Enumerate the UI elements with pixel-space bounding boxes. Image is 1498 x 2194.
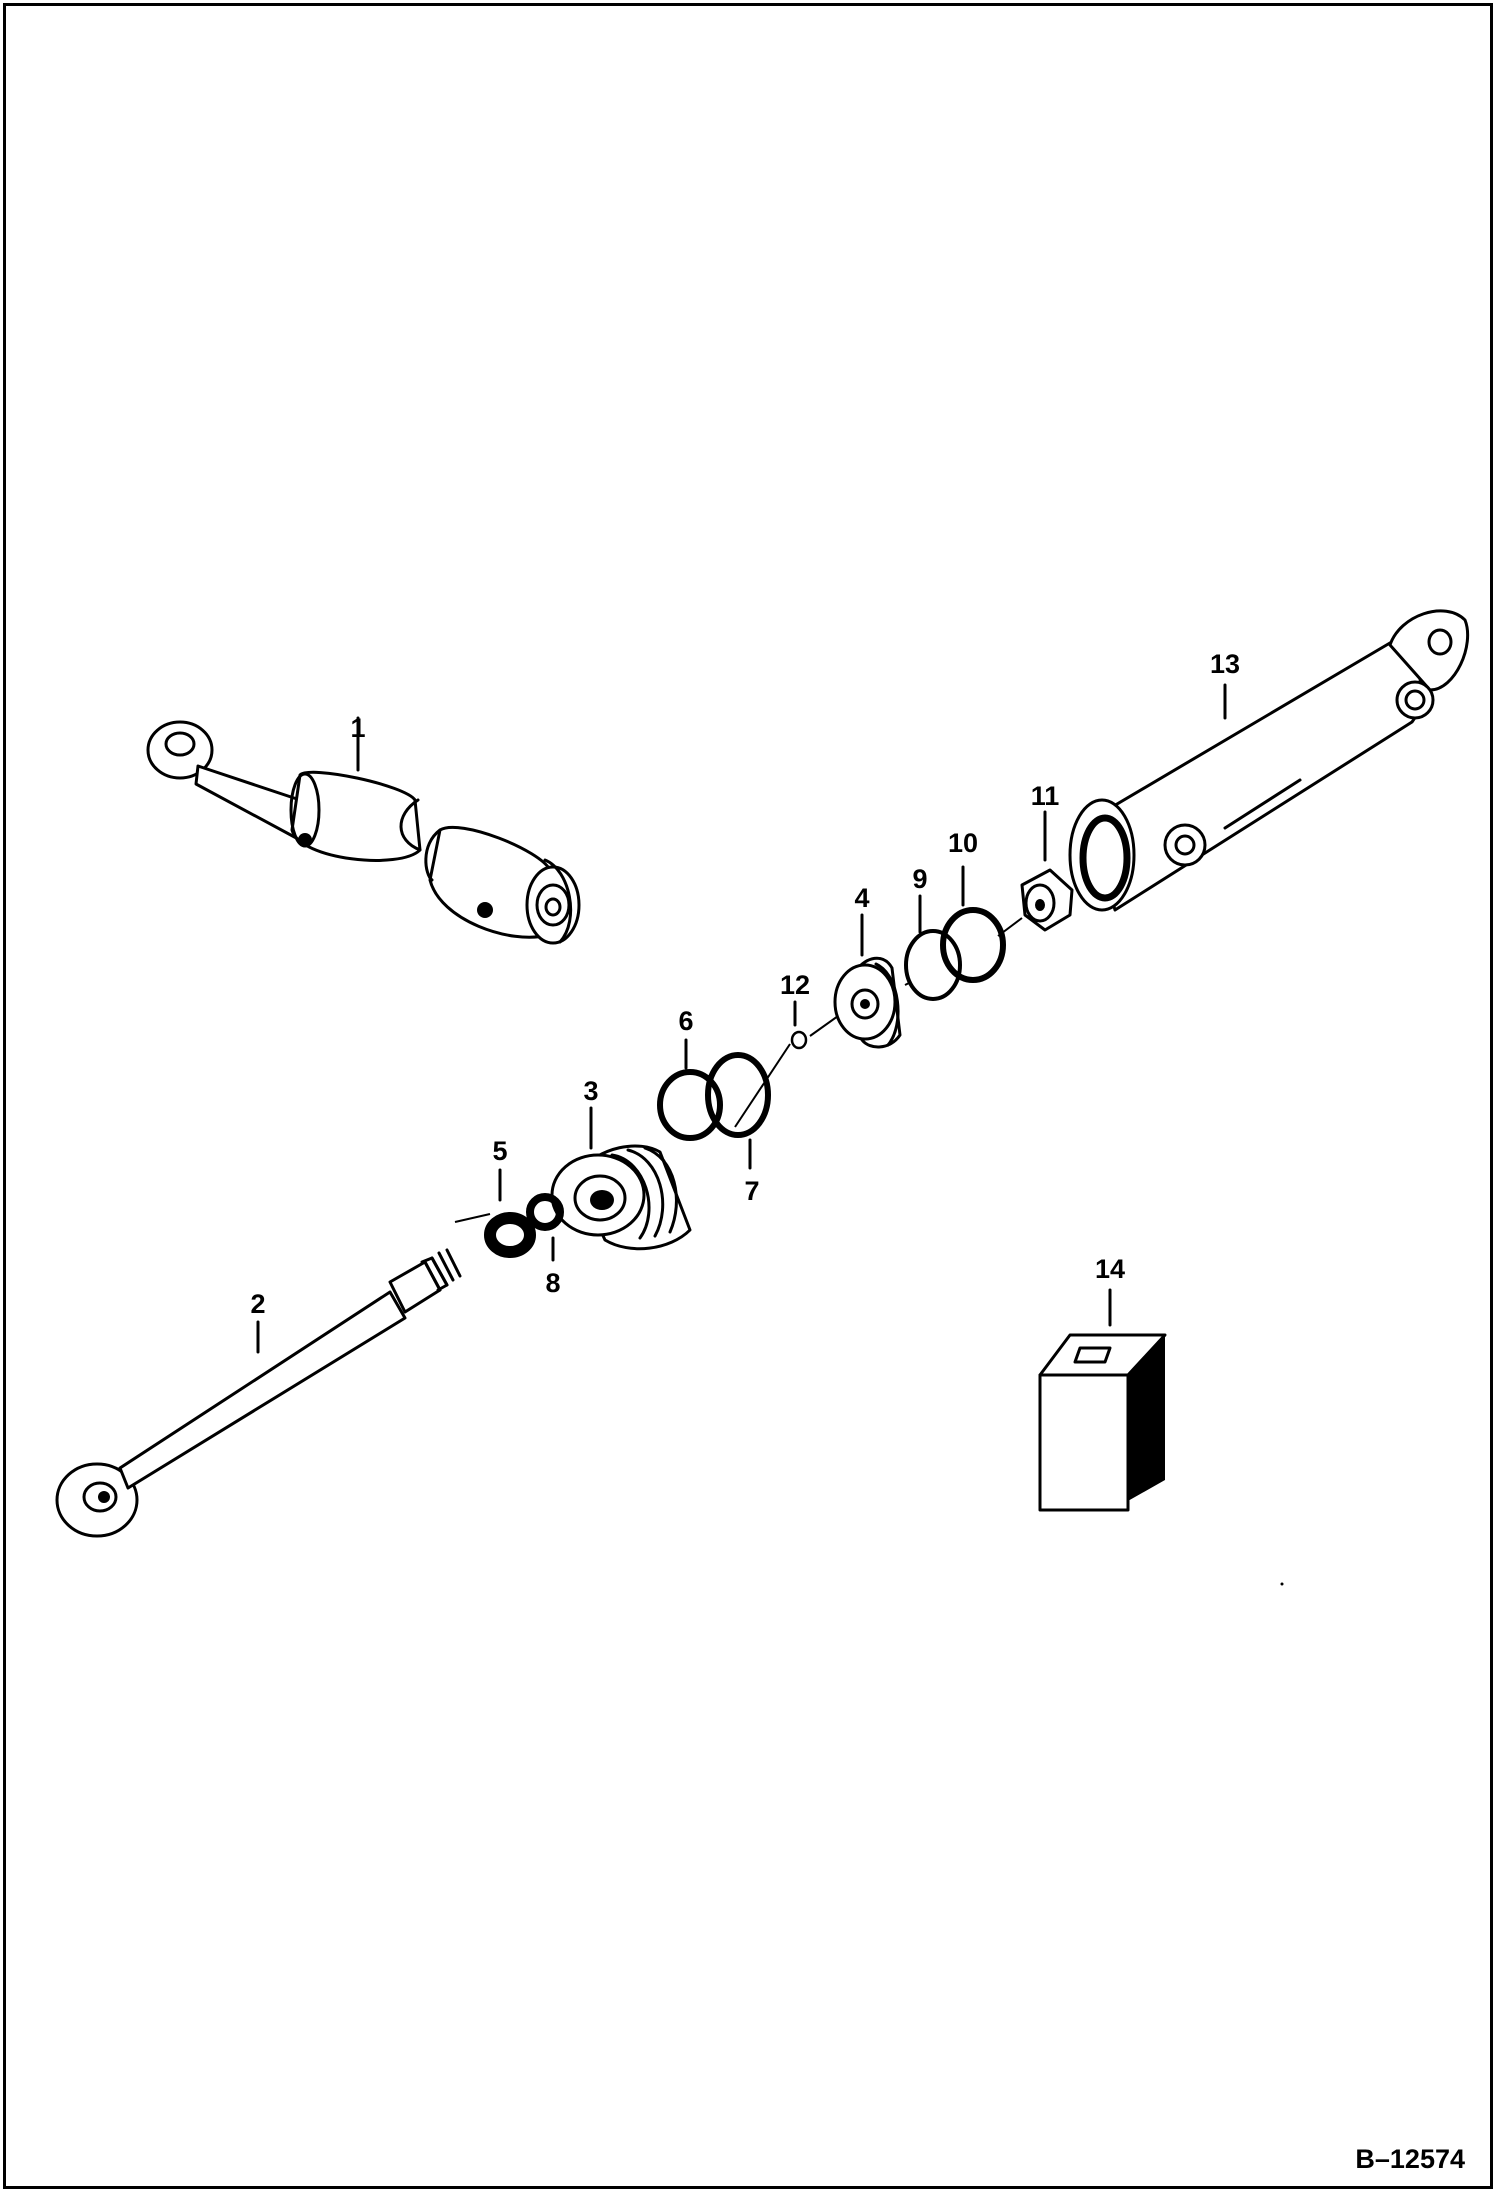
callout-7: 7 [744,1176,759,1206]
callout-8: 8 [545,1268,560,1298]
part-5-rod-seal [484,1168,536,1258]
callout-10: 10 [948,828,978,858]
callout-14: 14 [1095,1254,1125,1284]
part-2-piston-rod [55,1248,462,1538]
part-14-seal-kit [1038,1288,1167,1512]
callout-12: 12 [780,970,810,1000]
callout-13: 13 [1210,649,1240,679]
callout-4: 4 [854,883,869,913]
callout-11: 11 [1031,781,1060,811]
callout-2: 2 [250,1289,265,1319]
part-4-piston [833,913,902,1049]
part-3-head-gland [550,1106,692,1251]
callout-5: 5 [492,1136,507,1166]
part-9-o-ring [904,894,962,1001]
callout-6: 6 [678,1006,693,1036]
diagram-frame [3,3,1493,2189]
part-1-cylinder-assembly [146,716,581,945]
part-13-cylinder-barrel [1068,609,1470,912]
part-6-o-ring [657,1038,723,1141]
callout-3: 3 [583,1076,598,1106]
part-10-seal-ring [940,865,1006,983]
figure-number: B–12574 [1355,2144,1465,2174]
part-11-lock-nut [1020,810,1074,932]
part-7-backup-ring [705,1052,771,1170]
part-8-wiper [526,1193,564,1262]
callout-9: 9 [912,864,927,894]
callout-1: 1 [350,713,365,743]
callout-labels: 1 2 3 4 5 6 7 8 9 10 11 12 13 14 [250,649,1240,1319]
part-12-small-o-ring [790,1000,808,1050]
